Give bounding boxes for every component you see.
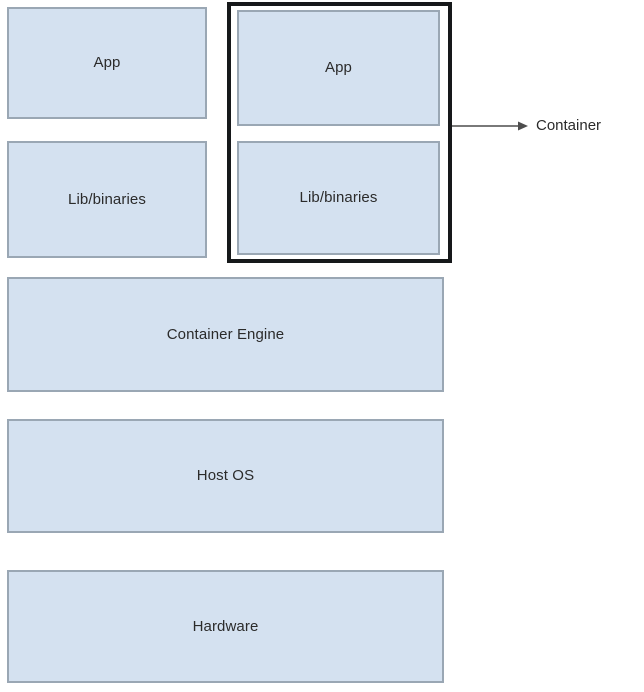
node-lib-binaries-container[interactable]: Lib/binaries	[237, 141, 440, 255]
node-host-os-label: Host OS	[196, 467, 255, 484]
node-app-container-label: App	[325, 59, 352, 76]
node-container-engine-label: Container Engine	[166, 325, 285, 343]
node-container-engine[interactable]: Container Engine	[7, 277, 444, 392]
node-app-left[interactable]: App	[7, 7, 207, 119]
node-hardware[interactable]: Hardware	[7, 570, 444, 683]
node-host-os[interactable]: Host OS	[7, 419, 444, 533]
container-annotation-label: Container	[536, 117, 602, 134]
node-lib-binaries-left[interactable]: Lib/binaries	[7, 141, 207, 258]
node-lib-binaries-left-label: Lib/binaries	[68, 190, 146, 208]
node-hardware-label: Hardware	[192, 617, 259, 635]
arrow-right-icon	[452, 121, 528, 131]
node-lib-binaries-container-label: Lib/binaries	[299, 189, 378, 206]
node-app-container[interactable]: App	[237, 10, 440, 126]
node-app-left-label: App	[93, 54, 121, 71]
container-annotation: Container	[452, 112, 644, 142]
